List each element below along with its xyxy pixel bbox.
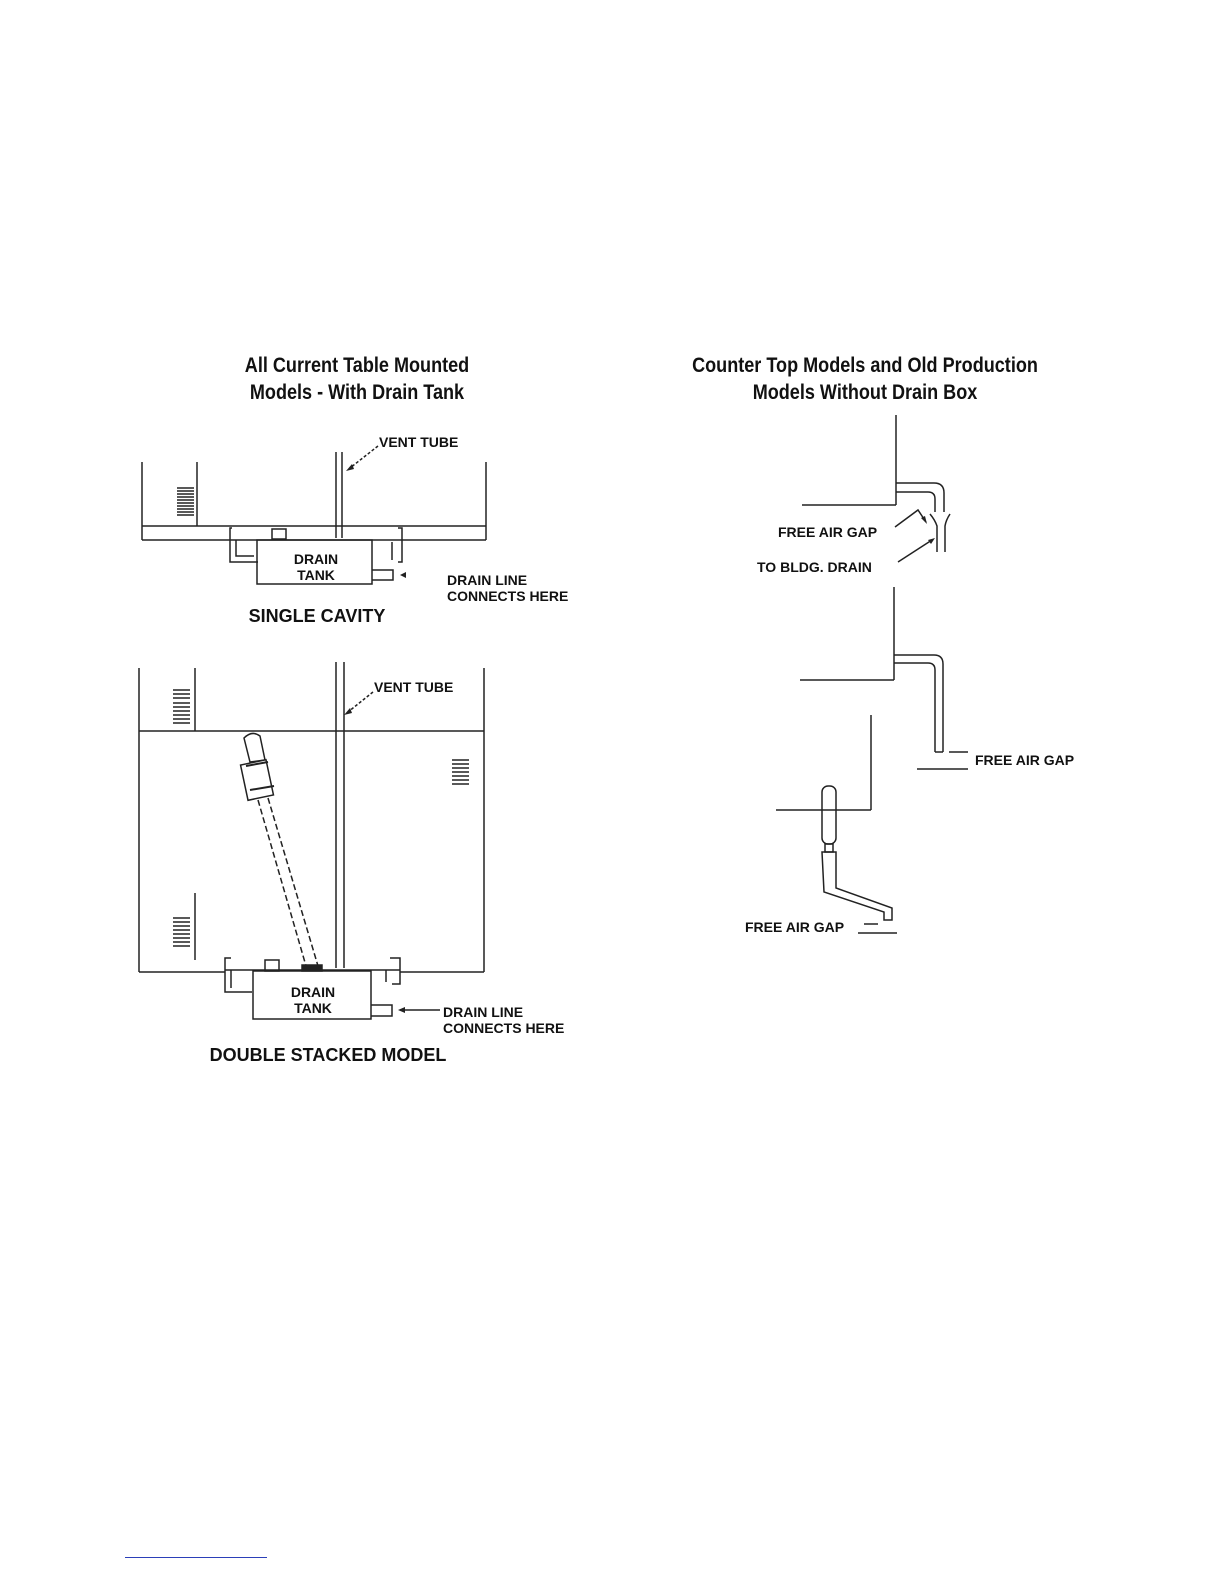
ds-vent-tube-label: VENT TUBE (374, 679, 453, 695)
rp-fig1-hose-outer (896, 483, 944, 512)
sc-vent-leader (350, 446, 378, 468)
ds-caption: DOUBLE STACKED MODEL (210, 1045, 447, 1065)
ds-drain-line-label-line1: DRAIN LINE (443, 1004, 523, 1020)
ds-lower-vent-grille (173, 918, 190, 946)
sc-left-bracket-inner (236, 540, 254, 556)
double-stacked-figure: VENT TUBE DRAIN TANK DRAIN LINE CONNECTS… (139, 662, 564, 1065)
sc-caption: SINGLE CAVITY (249, 606, 386, 626)
rp-fig1-bldg-drain-label: TO BLDG. DRAIN (757, 559, 872, 575)
ds-vent-leader (348, 692, 373, 712)
rp-fig2-hose-to-floor: FREE AIR GAP (800, 587, 1074, 769)
ds-tube-coupling (241, 760, 274, 801)
rp-fig3-lower-pipe (822, 852, 892, 920)
ds-upper-vent-grille (173, 690, 190, 723)
ds-tank-label-line2: TANK (294, 1000, 332, 1016)
rp-fig3-pipe-to-floor: FREE AIR GAP (745, 715, 897, 935)
rp-fig1-drain-left (930, 514, 937, 552)
sc-drain-line-label-line1: DRAIN LINE (447, 572, 527, 588)
sc-right-bracket (398, 528, 402, 562)
sc-drain-arrow (400, 572, 406, 578)
sc-tank-label-line1: DRAIN (294, 551, 338, 567)
rp-fig1-drain-leader (898, 540, 932, 562)
rp-fig1-hose-to-drain: FREE AIR GAP TO BLDG. DRAIN (757, 415, 950, 575)
ds-drain-outlet (371, 1005, 392, 1016)
rp-fig1-hose-inner (896, 492, 935, 512)
rp-fig2-free-air-gap-label: FREE AIR GAP (975, 752, 1074, 768)
rp-fig1-free-air-gap-label: FREE AIR GAP (778, 524, 877, 540)
ds-tube-seat (302, 965, 322, 971)
rp-fig3-coupling (825, 844, 833, 852)
sc-tank-label-line2: TANK (297, 567, 335, 583)
sc-fitting (272, 529, 286, 539)
ds-tank-label-line1: DRAIN (291, 984, 335, 1000)
sc-drain-outlet (372, 570, 393, 580)
ds-angled-drain-tube (241, 733, 322, 971)
ds-right-bracket (390, 958, 400, 984)
ds-right-vent-grille (452, 760, 469, 784)
rp-fig1-gap-leader (895, 510, 926, 527)
rp-fig1-drain-right (945, 514, 950, 552)
rp-fig2-hose-inner (894, 663, 935, 752)
single-cavity-figure: VENT TUBE DRAIN TANK DRAIN LINE CONNECTS… (142, 434, 568, 626)
footer-rule (125, 1557, 267, 1558)
sc-vent-tube-label: VENT TUBE (379, 434, 458, 450)
ds-left-bracket (225, 958, 252, 992)
ds-drain-arrow (398, 1007, 405, 1013)
rp-fig3-upper-pipe (822, 786, 836, 844)
ds-drain-line-label-line2: CONNECTS HERE (443, 1020, 564, 1036)
sc-vent-grille (177, 488, 194, 515)
sc-drain-line-label-line2: CONNECTS HERE (447, 588, 568, 604)
sc-left-bracket (230, 528, 258, 562)
rp-fig3-free-air-gap-label: FREE AIR GAP (745, 919, 844, 935)
